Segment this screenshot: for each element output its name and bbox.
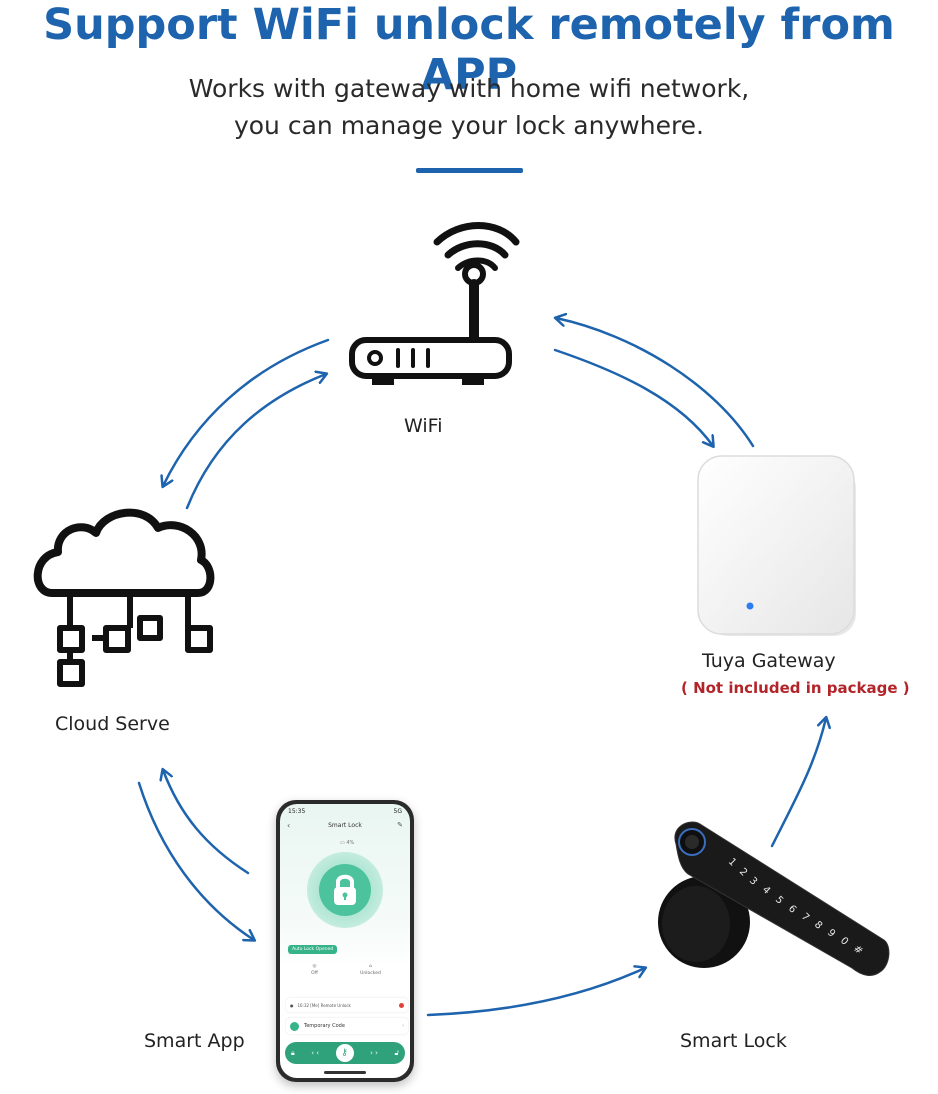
- temporary-code-label: Temporary Code: [304, 1023, 345, 1029]
- lock-label: Smart Lock: [680, 1030, 787, 1052]
- back-icon[interactable]: ‹: [287, 821, 291, 830]
- arrow-cloud-to-wifi: [185, 374, 326, 510]
- slider-left-chevrons-icon: ‹ ‹: [311, 1049, 320, 1057]
- arrow-wifi-to-gateway: [553, 348, 713, 446]
- gateway-label: Tuya Gateway: [702, 650, 836, 672]
- key-icon[interactable]: ⚷: [335, 1044, 354, 1062]
- auto-lock-badge: Auto Lock Opened: [288, 945, 338, 954]
- log-alert-dot: [399, 1002, 404, 1008]
- page-title: Support WiFi unlock remotely from APP: [43, 0, 895, 100]
- padlock-icon: [334, 874, 356, 905]
- arrow-cloud-to-app: [137, 781, 254, 940]
- app-label: Smart App: [144, 1030, 245, 1052]
- mode-unlocked-label: Unlocked: [360, 971, 381, 976]
- cloud-server-icon: [33, 508, 215, 687]
- unlock-small-icon: 🔓︎: [394, 1048, 399, 1057]
- mode-off-label: Off: [311, 971, 318, 976]
- app-title: Smart Lock: [328, 822, 362, 829]
- mode-row: ◎ Off ⌂ Unlocked: [290, 964, 402, 976]
- arrow-app-to-cloud: [163, 770, 250, 875]
- status-signal: 5G: [393, 808, 402, 815]
- arrow-gateway-to-wifi: [556, 318, 755, 448]
- phone-screen: 15:35 5G ‹ Smart Lock ✎ ▭ 4% Auto Lock O…: [280, 804, 410, 1078]
- unlock-button[interactable]: [319, 864, 371, 916]
- mode-off-icon: ◎: [312, 964, 317, 969]
- subtitle: Works with gateway with home wifi networ…: [0, 70, 938, 144]
- chevron-right-icon: ›: [402, 1023, 404, 1029]
- wifi-router-icon: [349, 222, 520, 385]
- cloud-label: Cloud Serve: [55, 713, 170, 735]
- status-time: 15:35: [288, 808, 306, 815]
- battery-indicator: ▭ 4%: [340, 840, 355, 846]
- mode-off[interactable]: ◎ Off: [311, 964, 318, 976]
- edit-icon[interactable]: ✎: [397, 821, 403, 829]
- mode-unlocked[interactable]: ⌂ Unlocked: [360, 964, 381, 976]
- lock-small-icon: 🔒︎: [291, 1048, 295, 1057]
- arrow-lock-to-gateway: [770, 718, 826, 848]
- status-bar: 15:35 5G: [288, 808, 402, 818]
- tuya-gateway-device: [697, 455, 856, 636]
- swipe-unlock-slider[interactable]: 🔒︎ ‹ ‹ ⚷ › › 🔓︎: [285, 1042, 405, 1064]
- arrow-wifi-to-cloud: [163, 338, 330, 486]
- slider-right-chevrons-icon: › ›: [370, 1049, 378, 1057]
- home-indicator: [324, 1071, 366, 1074]
- arrows: [137, 318, 826, 1017]
- subtitle-line-1: Works with gateway with home wifi networ…: [188, 74, 750, 103]
- keypad-icon: [290, 1021, 299, 1031]
- smart-lock-device: [658, 821, 890, 976]
- log-bell-icon: ●: [290, 1002, 294, 1008]
- log-text: 16:32 [Me] Remote Unlock: [297, 1002, 351, 1008]
- gateway-note: ( Not included in package ): [681, 679, 910, 697]
- log-row[interactable]: ● 16:32 [Me] Remote Unlock: [286, 998, 408, 1012]
- gateway-label-type: Gateway: [751, 650, 836, 672]
- temporary-code-row[interactable]: Temporary Code ›: [286, 1018, 408, 1034]
- mode-unlocked-icon: ⌂: [369, 964, 372, 969]
- title-divider: [416, 168, 523, 173]
- arrow-app-to-lock: [426, 968, 645, 1017]
- subtitle-line-2: you can manage your lock anywhere.: [233, 111, 705, 140]
- gateway-label-brand: Tuya: [702, 650, 746, 672]
- wifi-label: WiFi: [404, 415, 443, 437]
- smartphone-app: 15:35 5G ‹ Smart Lock ✎ ▭ 4% Auto Lock O…: [276, 800, 414, 1082]
